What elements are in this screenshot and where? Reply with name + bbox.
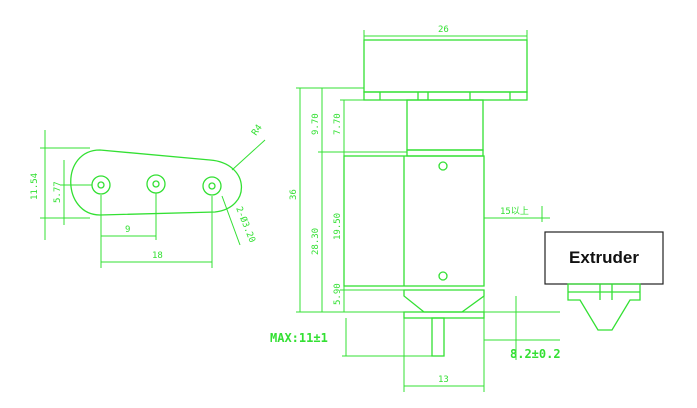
dim-top-width: 26 [438, 25, 449, 35]
dim-offset-top: 9.70 [311, 113, 321, 135]
heatsink-collar [406, 149, 484, 157]
heater-block [343, 155, 485, 287]
dim-small-gap: 15以上 [500, 206, 529, 217]
mounting-hole-center [146, 174, 166, 194]
dim-radius: R4 [250, 123, 264, 138]
dim-nozzle-length: 8.2±0.2 [510, 347, 561, 361]
extruder-label: Extruder [569, 248, 639, 267]
extruder-label-box [544, 231, 664, 285]
dim-nozzle-part: 5.90 [333, 283, 343, 305]
dim-body-height: 28.30 [311, 228, 321, 255]
dim-holes: 2-Ø3.20 [233, 205, 257, 244]
mounting-plate-view: 11.54 5.77 9 18 R4 2-Ø3.20 [30, 123, 266, 268]
screw-hole [438, 271, 448, 281]
hotend-side-view: 26 36 9.70 28.30 7.70 19.50 5.90 MAX:11±… [270, 25, 561, 392]
dim-hole-pitch: 18 [152, 251, 163, 261]
heatsink-neck [406, 99, 484, 151]
nozzle-base [403, 311, 485, 319]
hole-center-mark [152, 180, 160, 188]
dim-bottom-width: 13 [438, 375, 449, 385]
thermistor-hole [438, 161, 448, 171]
heatsink-base-strip [363, 91, 528, 101]
dim-flange: 7.70 [333, 113, 343, 135]
dim-overall-height: 11.54 [30, 173, 40, 200]
dim-half-height: 5.77 [53, 181, 63, 203]
mounting-hole-left [91, 175, 111, 195]
callout-nozzle [567, 283, 641, 331]
dim-total-height: 36 [289, 189, 299, 200]
nozzle-tip [431, 317, 445, 357]
hole-center-mark [208, 182, 216, 190]
dim-max-nozzle: MAX:11±1 [270, 331, 328, 345]
nozzle-cone [403, 289, 485, 313]
dim-hole-gap: 9 [125, 225, 130, 235]
hole-center-mark [97, 181, 105, 189]
heatsink-top-plate [363, 39, 528, 93]
extruder-callout: Extruder [544, 231, 664, 331]
mounting-hole-right [202, 176, 222, 196]
dim-body-lower: 19.50 [333, 213, 343, 240]
